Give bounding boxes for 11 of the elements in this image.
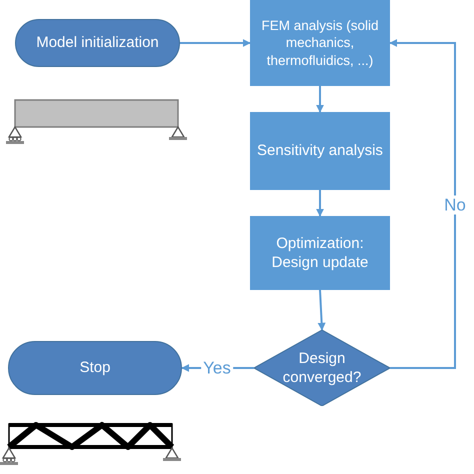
arrow bbox=[389, 39, 456, 369]
arrow bbox=[180, 39, 251, 47]
decision-diamond: Design converged? bbox=[254, 330, 390, 406]
terminal-pill: Model initialization bbox=[15, 19, 180, 67]
arrow bbox=[316, 86, 324, 113]
terminal-pill: Stop bbox=[8, 341, 182, 395]
process-box: Optimization: Design update bbox=[250, 216, 390, 290]
process-box: Sensitivity analysis bbox=[250, 112, 390, 190]
arrow bbox=[316, 190, 324, 217]
arrow bbox=[318, 290, 326, 331]
process-box: FEM analysis (solid mechanics, thermofluidics, ...) bbox=[250, 0, 390, 86]
